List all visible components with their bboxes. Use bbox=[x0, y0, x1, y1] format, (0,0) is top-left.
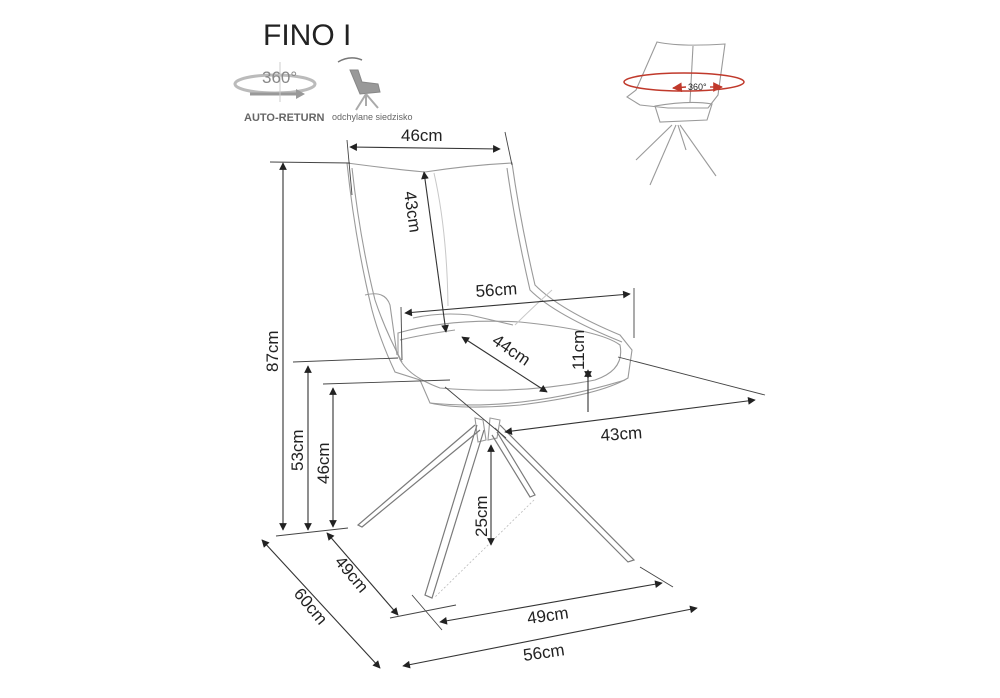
label-armrest-height: 11cm bbox=[569, 330, 588, 370]
label-backrest-height: 43cm bbox=[400, 190, 425, 234]
auto-return-degrees: 360° bbox=[262, 68, 297, 87]
swivel-degrees: 360° bbox=[688, 82, 707, 92]
product-title: FINO I bbox=[263, 19, 351, 52]
label-armrest-floor-height: 53cm bbox=[288, 429, 307, 471]
label-backrest-width: 46cm bbox=[401, 126, 443, 145]
dimension-lines bbox=[261, 131, 766, 669]
label-base-width: 49cm bbox=[526, 603, 570, 628]
chair-drawing bbox=[346, 162, 636, 599]
label-total-height: 87cm bbox=[263, 330, 282, 372]
auto-return-label: AUTO-RETURN bbox=[244, 112, 325, 124]
label-armrest-width: 56cm bbox=[475, 279, 518, 301]
label-base-depth: 49cm bbox=[331, 552, 372, 596]
label-seat-height: 46cm bbox=[314, 442, 333, 484]
rotate-360-icon bbox=[233, 62, 317, 102]
label-seat-depth: 44cm bbox=[489, 331, 534, 370]
reclining-chair-icon bbox=[337, 57, 381, 111]
swivel-chair-icon bbox=[623, 41, 745, 186]
label-seat-width-front: 43cm bbox=[600, 423, 643, 445]
reclining-seat-label: odchylane siedzisko bbox=[332, 112, 413, 122]
label-total-width: 56cm bbox=[522, 640, 566, 665]
label-total-depth: 60cm bbox=[290, 584, 331, 628]
label-base-clearance: 25cm bbox=[472, 495, 491, 537]
